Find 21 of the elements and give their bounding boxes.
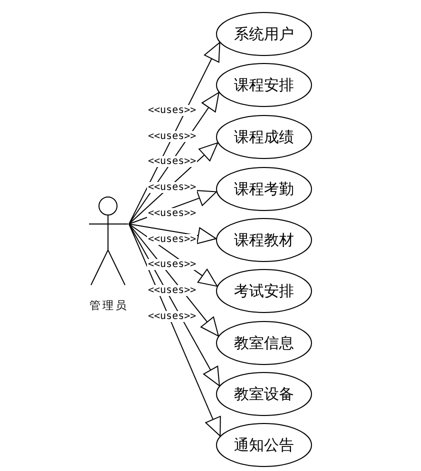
- edge-label: <<uses>>: [147, 130, 198, 142]
- edge-label: <<uses>>: [147, 284, 198, 296]
- use-case-ellipse: 课程安排: [216, 63, 312, 107]
- use-case-ellipse: 教室信息: [216, 321, 312, 365]
- use-case-ellipse: 教室设备: [216, 372, 312, 416]
- use-case-ellipse: 系统用户: [216, 12, 312, 56]
- edge-label: <<uses>>: [147, 182, 198, 194]
- edge-label: <<uses>>: [147, 310, 198, 322]
- use-case-ellipse: 课程考勤: [216, 167, 312, 211]
- actor-name: 管理员: [89, 298, 129, 313]
- use-case-ellipse: 课程教材: [216, 218, 312, 262]
- use-case-ellipse: 课程成绩: [216, 115, 312, 159]
- edge-label: <<uses>>: [147, 208, 198, 219]
- edge-label: <<uses>>: [147, 105, 198, 116]
- edge-label: <<uses>>: [147, 259, 198, 270]
- edge-label: <<uses>>: [147, 156, 198, 168]
- use-case-ellipse: 通知公告: [216, 423, 312, 467]
- arrow: [128, 224, 221, 437]
- edge-label: <<uses>>: [147, 234, 198, 244]
- arrow: [128, 224, 217, 244]
- use-case-ellipse: 考试安排: [216, 269, 312, 313]
